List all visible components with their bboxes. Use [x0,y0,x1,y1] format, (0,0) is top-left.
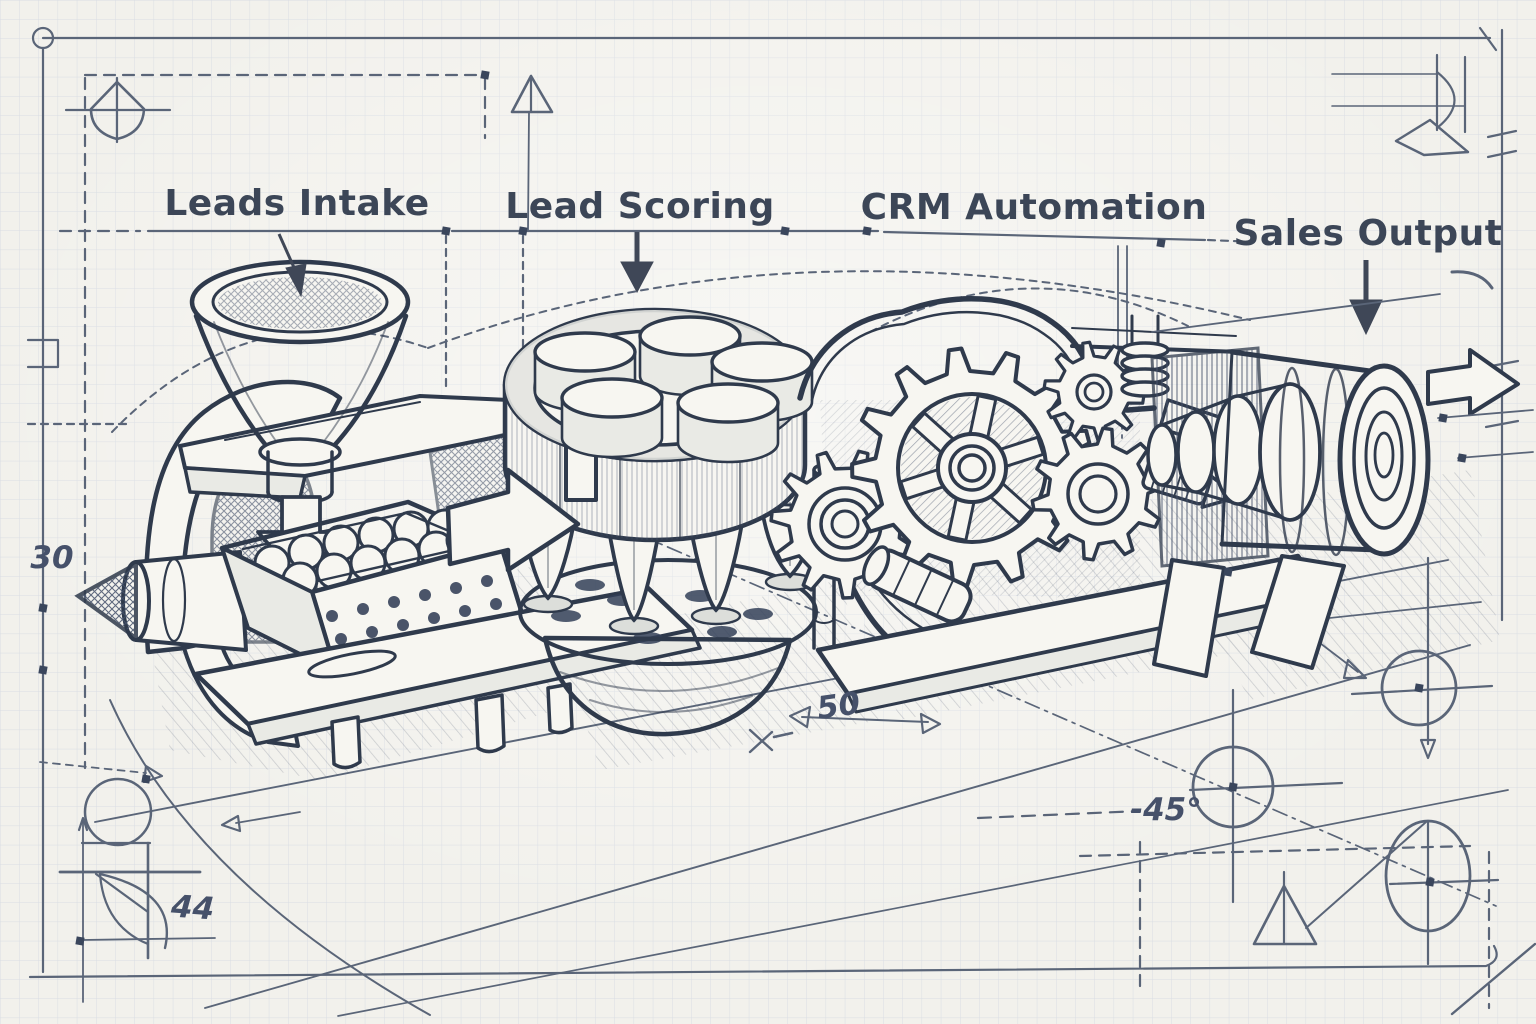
label-sales-output: Sales Output [1234,213,1503,254]
sales-output-barrel [1146,346,1534,678]
label-crm-automation: CRM Automation [861,187,1208,228]
datum-triangle-bottom-right-icon [1252,821,1427,946]
radius-construction-44-icon [58,841,216,960]
sales-output-arrow-icon [1426,348,1520,416]
dimension-30: 30 [30,540,73,576]
flow-direction-arrow-icon [445,467,581,573]
scoring-collection [518,463,836,737]
drive-shaft [861,545,973,624]
label-arrows [277,232,1383,336]
pipeline-machine [74,259,1534,770]
datum-triangle-top-icon [510,74,554,232]
crosshair-circle-bottom-right-icon [1384,819,1500,966]
gear-small-top [1042,340,1146,444]
half-disc-top-right-icon [1331,53,1467,134]
border-bottom [28,944,1498,979]
scoring-collection-bowl [542,635,793,737]
label-lead-scoring: Lead Scoring [505,186,774,227]
scoring-cylinders [533,315,814,464]
dimension-angle: -45° [1130,792,1202,828]
datum-kite-top-right-icon [1394,118,1470,157]
dimension-30-lines [77,816,89,1003]
spring-coil [1120,314,1170,398]
base-deck [193,585,702,770]
annotations: Leads Intake Lead Scoring CRM Automation… [30,183,1502,927]
lead-scoring-carousel [502,307,814,543]
leads-intake-arrow-icon [277,233,298,273]
angle-45-lines [976,688,1491,1010]
circle-bottom-left-icon [83,777,153,847]
label-leads-intake: Leads Intake [164,183,429,224]
gear-large [850,346,1093,590]
dimension-44: 44 [169,888,216,927]
inlet-shaft-cone [74,550,248,652]
perforated-plate [518,558,818,666]
datum-dots [38,70,1467,946]
dimension-50: 50 [815,685,863,727]
crosshair-circle-top-left-icon [64,76,172,144]
gear-mid-right [1030,426,1166,562]
